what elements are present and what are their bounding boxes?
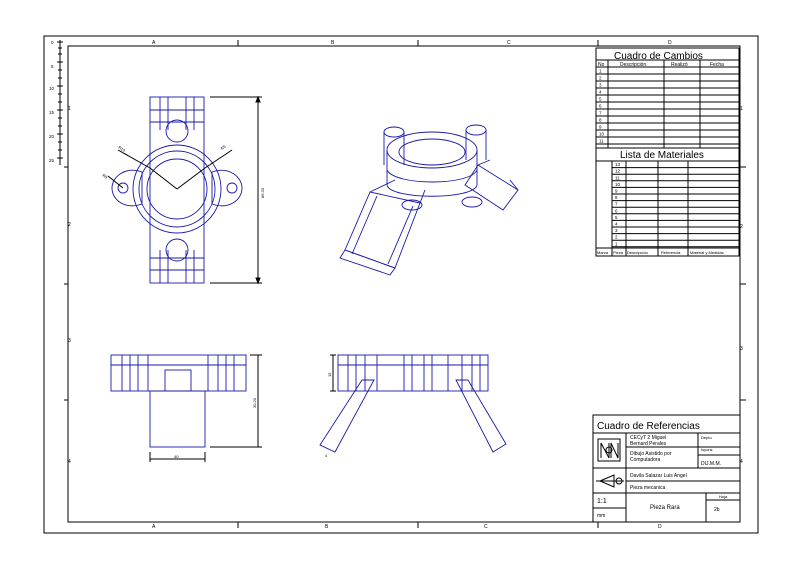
zone-left-1: 1 [68,106,71,112]
change-row-number: 8 [599,118,602,123]
material-row-number: 5 [615,215,618,220]
material-row-number: 10 [615,182,621,187]
school-line-2: Bernard Perales [630,441,667,447]
change-table-title: Cuadro de Cambios [614,51,703,62]
change-row-number: 11 [599,139,604,144]
material-row-number: 8 [615,195,618,200]
zone-bottom-b: B [325,524,329,530]
zone-ticks [64,40,746,528]
ruler-label-25: 25 [49,158,55,163]
piece-description: Pieza mecanica [630,485,666,491]
zone-right-2: 2 [740,224,743,230]
side-view-dimensions: 15 4 [325,354,336,458]
material-row-number: 4 [615,222,618,227]
material-row-number: 12 [615,169,621,174]
change-row-number: 10 [599,132,605,137]
change-header-no: No [598,62,605,68]
ruler-label-5: 5 [51,64,54,69]
front-view-dimensions: 40 30.20 [149,354,262,462]
zone-right-3: 3 [740,346,743,352]
zone-right-4: 4 [740,459,743,465]
title-block: Cuadro de Referencias CECyT 2 Miguel Ber… [592,414,741,523]
school-line-1: CECyT 2 Miguel [630,435,666,441]
change-row-number: 3 [599,83,602,88]
change-header-desc: Descripción [620,62,646,68]
change-row-number: 7 [599,111,602,116]
side-view [319,354,507,453]
dibujo-value: DIJ.M.M. [701,461,721,467]
dim-angle-side: 4 [325,453,328,458]
ruler-label-20: 20 [49,134,55,139]
material-row-number: 7 [615,202,618,207]
ruler-label-15: 15 [49,110,55,115]
school-logo [597,438,621,462]
ruler-label-0: 0 [51,40,54,45]
ruler-label-10: 10 [49,86,55,91]
front-view [110,354,247,448]
change-header-done: Realizó [671,62,688,68]
change-row-number: 2 [599,76,602,81]
materials-header-mark: Marca [597,250,609,255]
course-line-1: Dibujo Asistido por [630,451,672,457]
outer-border [43,35,759,534]
dept-label: Depto [701,435,712,440]
sheet-label: Hoja [719,494,728,499]
material-row-number: 1 [615,241,618,246]
sheet-value: 2b [714,507,720,513]
zone-left-3: 3 [68,338,71,344]
zone-bottom-d: D [658,524,662,530]
zone-bottom-a: A [152,524,156,530]
zone-bottom-c: C [484,524,488,530]
dept-value: Isyons [701,447,713,452]
drawing-scale: 1:1 [597,498,607,505]
material-row-number: 9 [615,189,618,194]
materials-header-ref: Referencia [661,250,681,255]
zone-top-a: A [152,40,156,46]
scale-ruler: 0 5 10 15 20 25 [49,40,63,165]
student-name: Davila Salazar Luis Angel [630,473,687,479]
dim-width-front: 40 [174,454,179,459]
change-table: 1 2 3 4 5 6 7 8 9 10 11 Cuadro de Cambios No Descr… [595,47,740,149]
materials-header-material: Material y Medidas [690,250,724,255]
change-row-number: 9 [599,125,602,130]
dim-height-top: 86.33 [260,187,265,198]
dim-angle: R9 [101,173,109,180]
materials-table-title: Lista de Materiales [620,150,704,161]
projection-symbol [596,474,624,488]
zone-right-1: 1 [740,106,743,112]
change-header-date: Fecha [710,62,724,68]
material-row-number: 11 [615,175,620,180]
change-row-number: 6 [599,104,602,109]
top-view: 86.33 R10 R5 R9 [101,95,265,285]
dim-diameter-2: R5 [220,143,228,150]
dim-height-front: 30.20 [252,397,257,408]
dim-diameter-1: R10 [117,145,127,154]
title-block-title: Cuadro de Referencias [597,421,700,432]
zone-top-d: D [668,40,672,46]
zone-top-b: B [331,40,335,46]
material-row-number: 13 [615,162,621,167]
zone-labels: A B C D A B C D 1 2 3 4 1 2 3 4 [68,40,743,530]
drawing-units: mm [597,513,605,519]
materials-header-desc: Descripción [627,250,648,255]
course-line-2: Computadora [630,457,661,463]
material-row-number: 2 [615,235,618,240]
change-row-number: 1 [599,69,602,74]
dim-height-side: 15 [327,372,332,377]
isometric-view [339,124,519,276]
zone-left-4: 4 [68,459,71,465]
change-row-number: 5 [599,97,602,102]
piece-name: Pieza Rara [650,505,680,511]
zone-top-c: C [507,40,511,46]
material-row-number: 3 [615,228,618,233]
change-row-number: 4 [599,90,602,95]
zone-left-2: 2 [68,222,71,228]
materials-header-piece: Pieza [613,250,624,255]
material-row-number: 6 [615,208,618,213]
